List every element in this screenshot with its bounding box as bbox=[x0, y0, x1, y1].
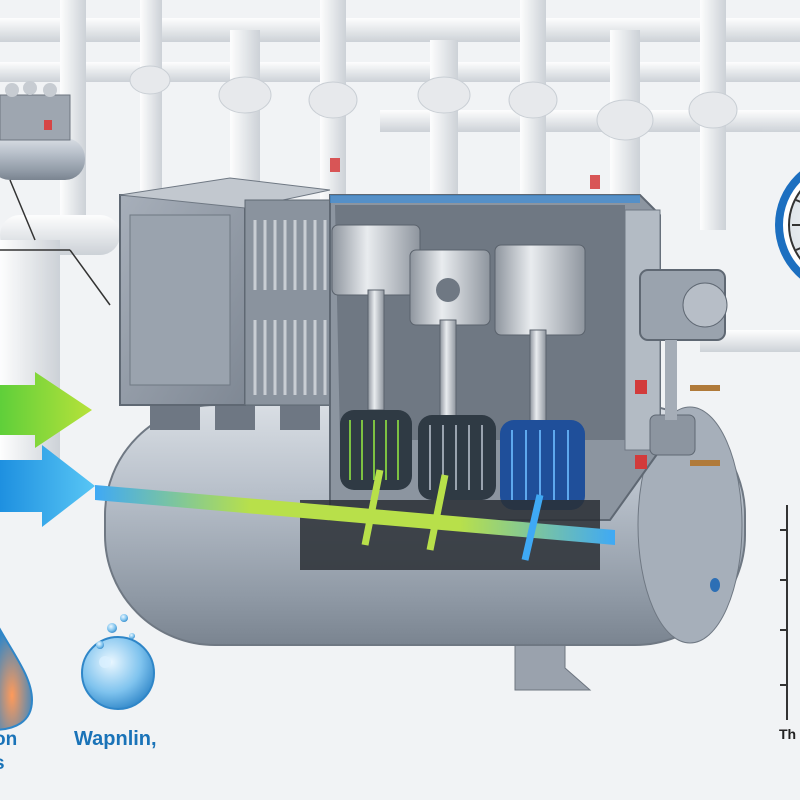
mini-compressor-thumbnail bbox=[0, 81, 111, 306]
background-pipe-network bbox=[0, 0, 800, 460]
piston-assembly bbox=[331, 224, 586, 426]
blue-arrow-icon bbox=[0, 445, 95, 527]
pressure-valve-assembly bbox=[635, 269, 728, 469]
caption-left-line2: s bbox=[0, 752, 17, 776]
caption-right: Th bbox=[779, 726, 797, 742]
caption-middle: Wapnlin, bbox=[74, 728, 157, 750]
green-arrow-icon bbox=[0, 372, 92, 448]
compressor-unit bbox=[95, 177, 746, 691]
caption-left: on s bbox=[0, 728, 17, 776]
legend-scale-bar bbox=[780, 505, 788, 720]
impeller-fans bbox=[340, 410, 585, 510]
caption-left-line1: on bbox=[0, 729, 18, 750]
pressure-gauge-icon bbox=[775, 171, 800, 279]
cooling-radiator bbox=[244, 199, 336, 406]
orange-water-drop-icon bbox=[0, 627, 34, 731]
water-bubble-icon bbox=[81, 614, 155, 710]
airflow-path bbox=[95, 469, 615, 570]
